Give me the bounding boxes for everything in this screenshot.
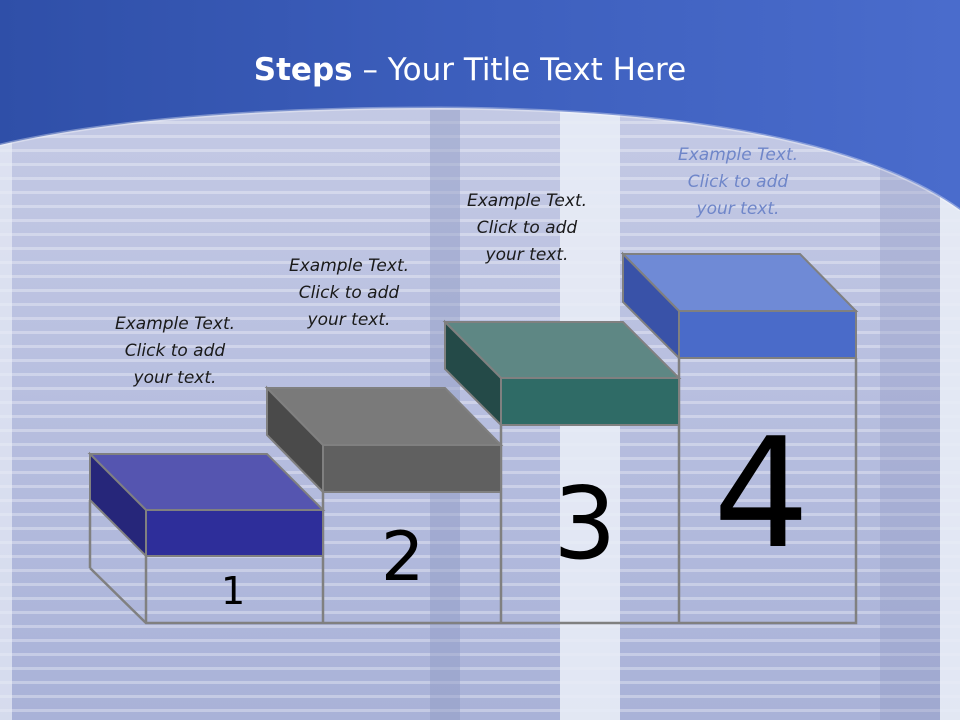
caption-line: Click to add [124, 341, 226, 361]
caption-line: your text. [307, 310, 391, 330]
step-2-number: 2 [381, 518, 425, 597]
step-4-number: 4 [713, 405, 810, 582]
caption-line: Example Text. [288, 256, 410, 276]
caption-line: your text. [485, 245, 569, 265]
step-1-block [87, 451, 326, 559]
step-3-block [442, 319, 682, 428]
caption-line: Click to add [298, 283, 400, 303]
step-3-number: 3 [553, 465, 617, 582]
step-1-caption[interactable]: Example Text. Click to add your text. [80, 311, 270, 392]
caption-line: Example Text. [114, 314, 236, 334]
step-1-number: 1 [221, 569, 246, 613]
caption-line: Example Text. [677, 145, 799, 165]
title-strong: Steps [253, 52, 353, 88]
caption-line: your text. [696, 199, 780, 219]
caption-line: Click to add [687, 172, 789, 192]
step-4-block [620, 251, 859, 361]
step-4-caption[interactable]: Example Text. Click to add your text. [643, 142, 833, 223]
step-2-block [264, 385, 504, 495]
title-rest: – Your Title Text Here [352, 52, 687, 88]
background-column [880, 110, 940, 720]
title-banner [0, 0, 960, 210]
step-2-caption[interactable]: Example Text. Click to add your text. [254, 253, 444, 334]
caption-line: Click to add [476, 218, 578, 238]
caption-line: Example Text. [466, 191, 588, 211]
step-3-caption[interactable]: Example Text. Click to add your text. [432, 188, 622, 269]
slide-title[interactable]: Steps – Your Title Text Here [0, 52, 940, 88]
caption-line: your text. [133, 368, 217, 388]
